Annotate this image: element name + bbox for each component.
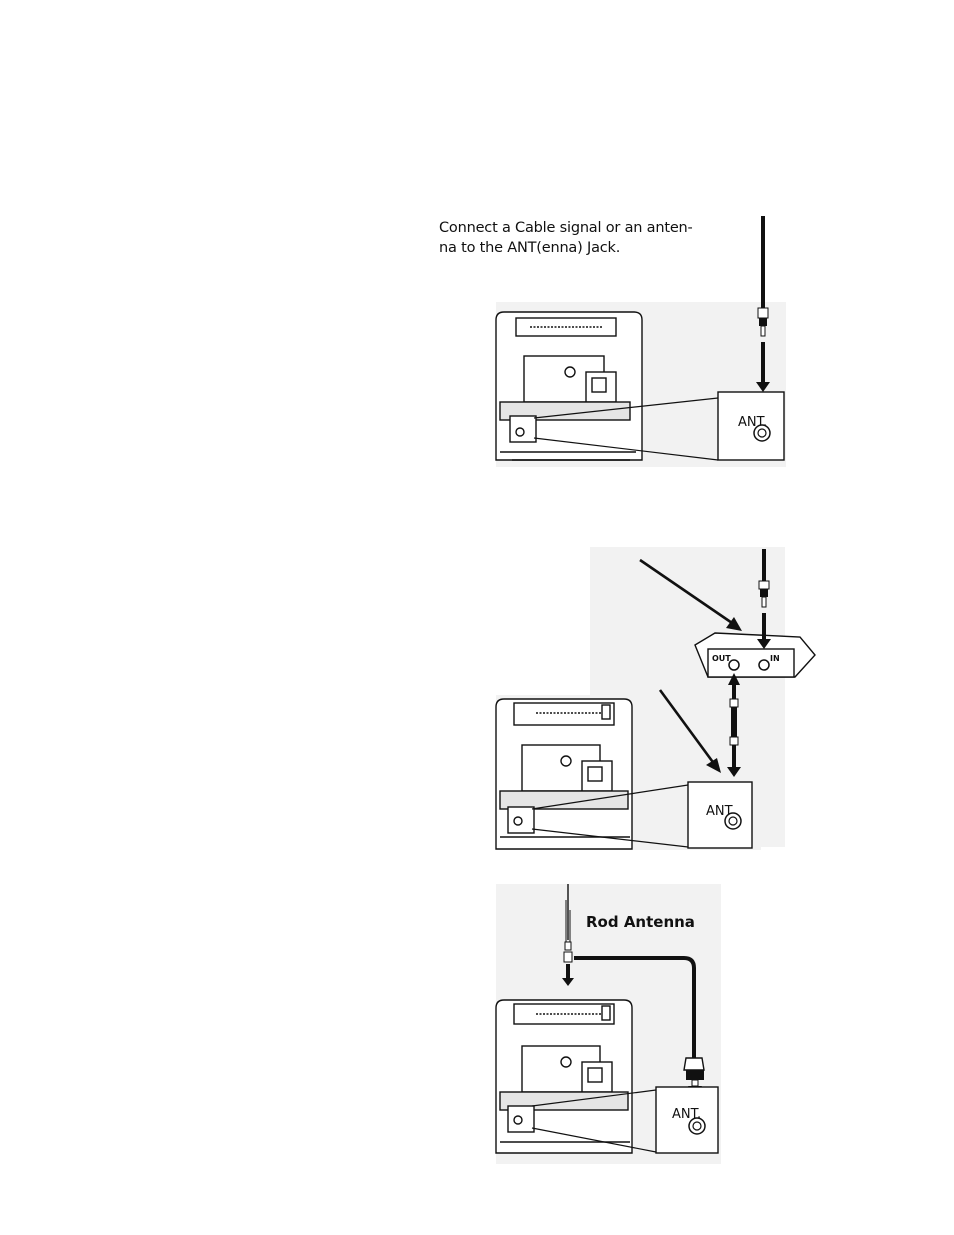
cable-box-in-label: IN [770, 654, 780, 663]
cable-box-out-jack-icon [729, 660, 739, 670]
figure-cable-box-connection: OUT IN ANT. [490, 545, 820, 855]
tv-back-illustration [496, 1000, 632, 1153]
figure-rod-antenna-connection: Rod Antenna ANT. [490, 880, 730, 1170]
figure-cable-connection: ANT. [490, 212, 800, 472]
cable-box-out-label: OUT [712, 654, 731, 663]
rod-antenna-label: Rod Antenna [586, 913, 695, 931]
cable-box-in-jack-icon [759, 660, 769, 670]
tv-back-illustration [496, 312, 642, 460]
tv-back-illustration [496, 699, 632, 849]
